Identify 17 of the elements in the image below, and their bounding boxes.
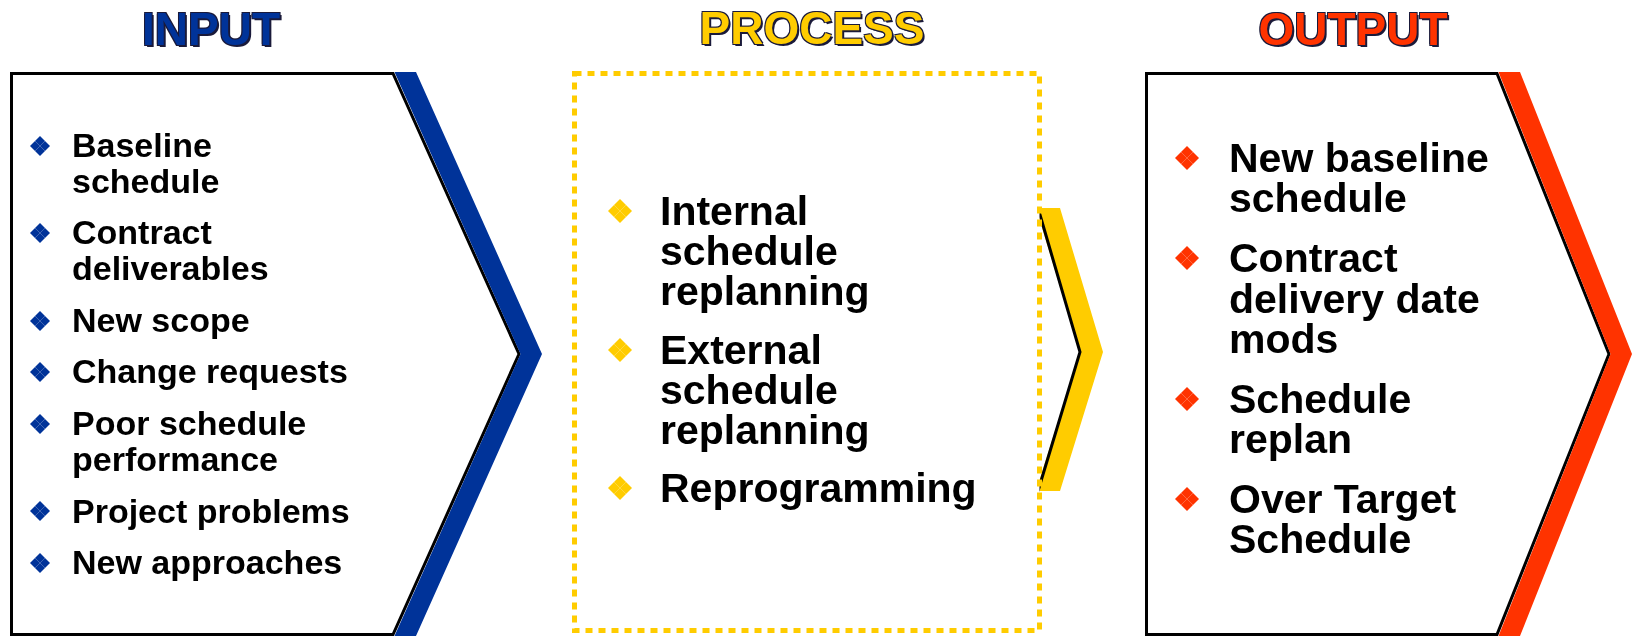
list-item: Internal schedule replanning	[660, 191, 871, 312]
list-item: Project problems	[72, 493, 351, 530]
list-item: Reprogramming	[660, 468, 978, 509]
list-item: Contract delivery date mods	[1229, 238, 1481, 359]
list-item: New baseline schedule	[1229, 138, 1490, 219]
list-item: Contract deliverables	[72, 215, 270, 287]
list-item: Change requests	[72, 354, 349, 391]
section-heading: PROCESS	[699, 3, 925, 53]
list-item: New scope	[72, 302, 251, 339]
section-heading: OUTPUT	[1258, 4, 1448, 54]
list-item: Over Target Schedule	[1229, 479, 1458, 560]
section-heading: INPUT	[142, 4, 280, 54]
list-item: Schedule replan	[1229, 378, 1413, 460]
list-item: New approaches	[72, 545, 344, 581]
list-item: External schedule replanning	[660, 329, 871, 451]
list-item: Baseline schedule	[72, 128, 221, 200]
list-item: Poor schedule performance	[72, 406, 308, 478]
